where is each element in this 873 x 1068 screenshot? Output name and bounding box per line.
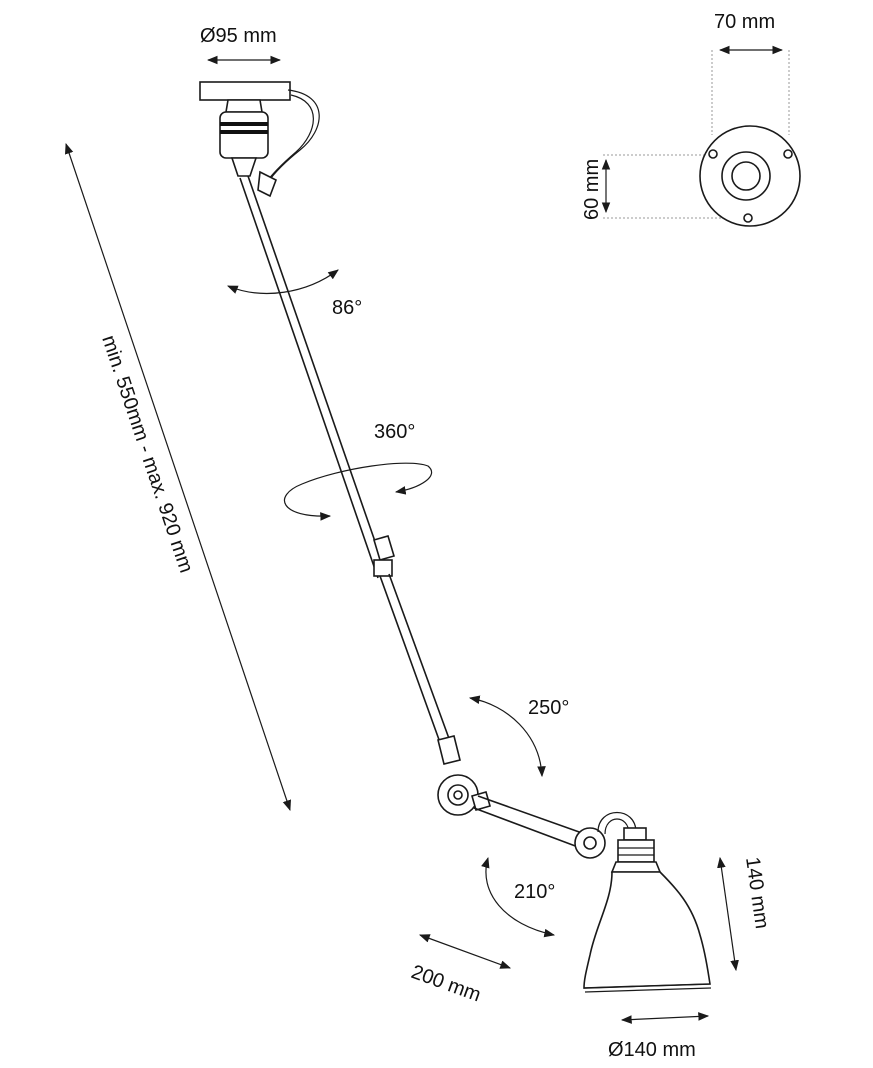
rotation-arrows	[227, 269, 556, 938]
shade-diameter-label: Ø140 mm	[608, 1039, 696, 1061]
mounting-plate-top-view	[603, 50, 801, 227]
elbow-rotation-label: 250°	[528, 697, 569, 719]
short-arm	[473, 795, 606, 859]
arm-rotation-label: 360°	[374, 421, 415, 443]
lower-arm	[379, 573, 461, 765]
base-diameter-label: Ø95 mm	[200, 25, 277, 47]
reach-label: min. 550mm - max. 920 mm	[97, 333, 197, 576]
arm-length-label: 200 mm	[408, 961, 483, 1006]
top-swivel-label: 86°	[332, 297, 362, 319]
shade-height-label: 140 mm	[741, 856, 773, 931]
plate-height-label: 60 mm	[581, 159, 603, 220]
elbow-joint	[437, 774, 491, 816]
shade-tilt-label: 210°	[514, 881, 555, 903]
dimension-lines	[65, 45, 784, 1024]
ceiling-canopy	[199, 81, 320, 198]
upper-arm	[239, 175, 395, 579]
lamp-shade	[583, 811, 712, 993]
plate-width-label: 70 mm	[714, 11, 775, 33]
